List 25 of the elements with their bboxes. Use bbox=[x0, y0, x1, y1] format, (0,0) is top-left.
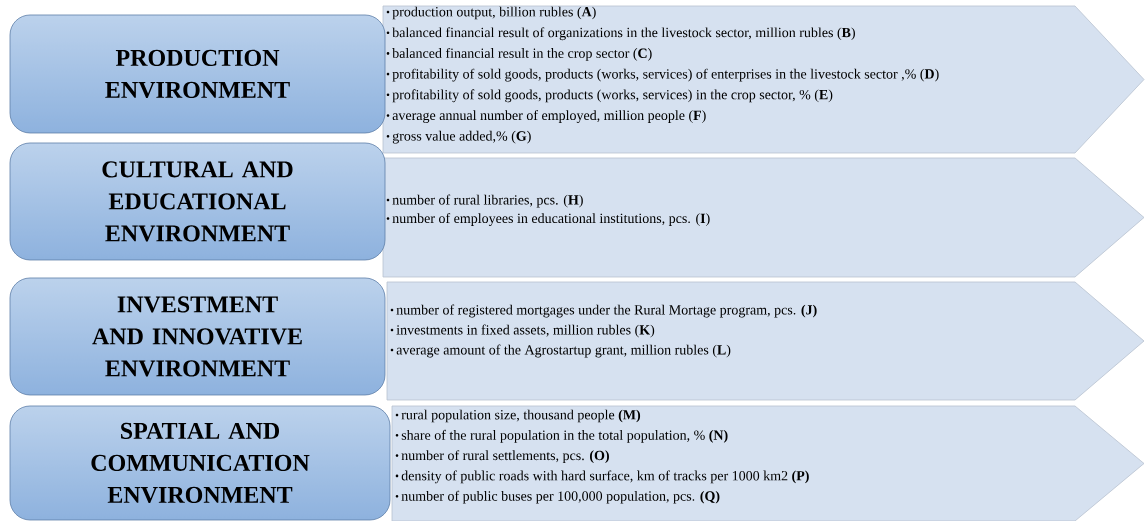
bullet-item: number of rural libraries, pcs. (H) bbox=[386, 194, 583, 208]
bullet-item: gross value added,% (G) bbox=[386, 130, 531, 144]
arrow-panel bbox=[391, 405, 1145, 521]
bullet-item: number of rural settlements, pcs. (O) bbox=[395, 450, 609, 463]
bullet-item: average annual number of employed, million people (F) bbox=[386, 110, 706, 123]
bullet-item: share of the rural population in the total population, % (N) bbox=[395, 429, 728, 443]
bullet-item: profitability of sold goods, products (works, services) of enterprises in the livestock sector ,% (D) bbox=[386, 68, 939, 82]
arrow-panel bbox=[382, 157, 1145, 278]
title-box: SPATIAL AND COMMUNICATION ENVIRONMENT bbox=[9, 405, 391, 521]
arrow-panel bbox=[382, 5, 1145, 154]
bullet-item: production output, billion rubles (A) bbox=[386, 6, 596, 20]
arrow-panel bbox=[386, 281, 1145, 401]
bullet-item: balanced financial result in the crop sector (C) bbox=[386, 47, 652, 61]
bullet-item: number of employees in educational institutions, pcs. (I) bbox=[386, 213, 710, 226]
bullet-item: number of registered mortgages under the Rural Mortage program, pcs. (J) bbox=[390, 304, 817, 318]
title-box: INVESTMENT AND INNOVATIVE ENVIRONMENT bbox=[9, 277, 386, 396]
bullet-item: balanced financial result of organizations in the livestock sector, million rubles (B) bbox=[386, 27, 855, 41]
bullet-item: average amount of the Agrostartup grant, million rubles (L) bbox=[390, 344, 731, 358]
bullet-item: density of public roads with hard surface, km of tracks per 1000 km2 (P) bbox=[395, 470, 809, 484]
title-box: CULTURAL AND EDUCATIONAL ENVIRONMENT bbox=[9, 142, 386, 261]
bullet-item: rural population size, thousand people (M) bbox=[395, 409, 641, 423]
bullet-item: investments in fixed assets, million rubles (K) bbox=[390, 324, 655, 338]
bullet-item: profitability of sold goods, products (works, services) in the crop sector, % (E) bbox=[386, 89, 833, 103]
bullet-item: number of public buses per 100,000 population, pcs. (Q) bbox=[395, 490, 720, 504]
title-box: PRODUCTION ENVIRONMENT bbox=[9, 14, 386, 134]
